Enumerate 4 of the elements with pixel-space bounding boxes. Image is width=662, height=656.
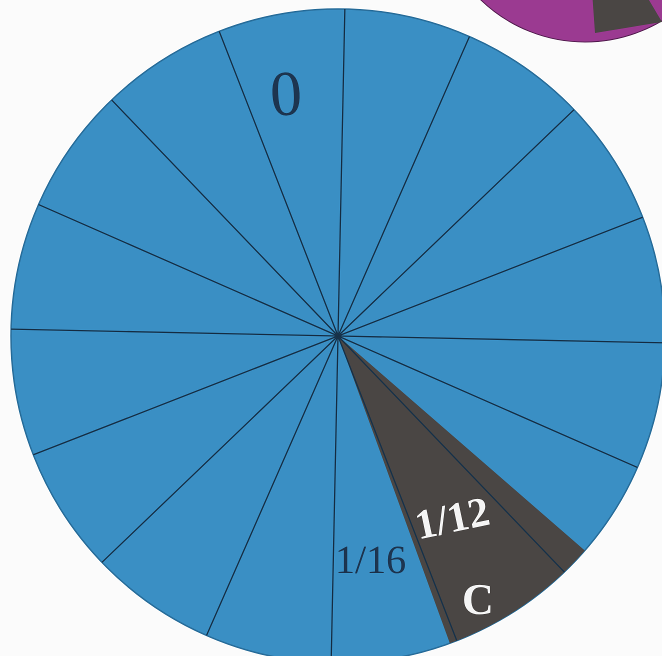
sector-label: C bbox=[462, 578, 494, 622]
sector-label: 0 bbox=[268, 61, 304, 127]
sector-label: 1/12 bbox=[411, 490, 494, 548]
sector-label: 1/16 bbox=[335, 540, 406, 580]
